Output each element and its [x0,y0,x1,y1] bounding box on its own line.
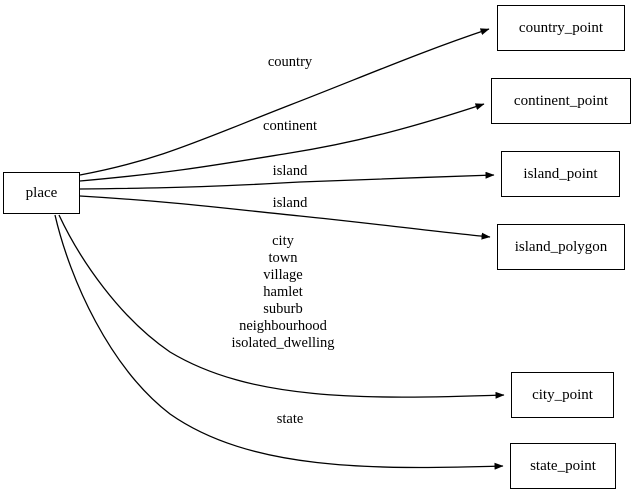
node-continent_point[interactable]: continent_point [491,78,631,124]
edge-place-to-island_polygon [79,195,491,240]
edge-place-to-island_point [79,171,495,190]
node-label-island_point: island_point [523,165,598,182]
node-label-city_point: city_point [532,386,593,403]
edge-label-state_point: state [276,411,304,427]
edge-path-group [54,28,505,470]
node-place[interactable]: place [3,172,80,214]
edge-place-to-state_point [54,214,504,470]
edge-label-continent_point: continent [263,118,317,134]
node-city_point[interactable]: city_point [511,372,614,418]
node-country_point[interactable]: country_point [497,5,625,51]
node-island_point[interactable]: island_point [501,151,620,197]
node-label-place: place [25,184,58,201]
node-island_polygon[interactable]: island_polygon [497,224,625,270]
edge-label-city_point: city town village hamlet suburb neighbou… [231,233,335,351]
edge-label-island_polygon: island [272,195,308,211]
node-label-continent_point: continent_point [513,92,609,109]
edge-label-country_point: country [267,54,313,70]
edge-place-to-country_point [79,28,490,176]
node-label-state_point: state_point [530,457,596,474]
node-state_point[interactable]: state_point [510,443,616,489]
node-label-country_point: country_point [518,19,604,36]
edge-label-island_point: island [272,163,308,179]
edge-place-to-city_point [58,214,505,399]
node-label-island_polygon: island_polygon [514,238,608,255]
edge-place-to-continent_point [79,103,485,182]
